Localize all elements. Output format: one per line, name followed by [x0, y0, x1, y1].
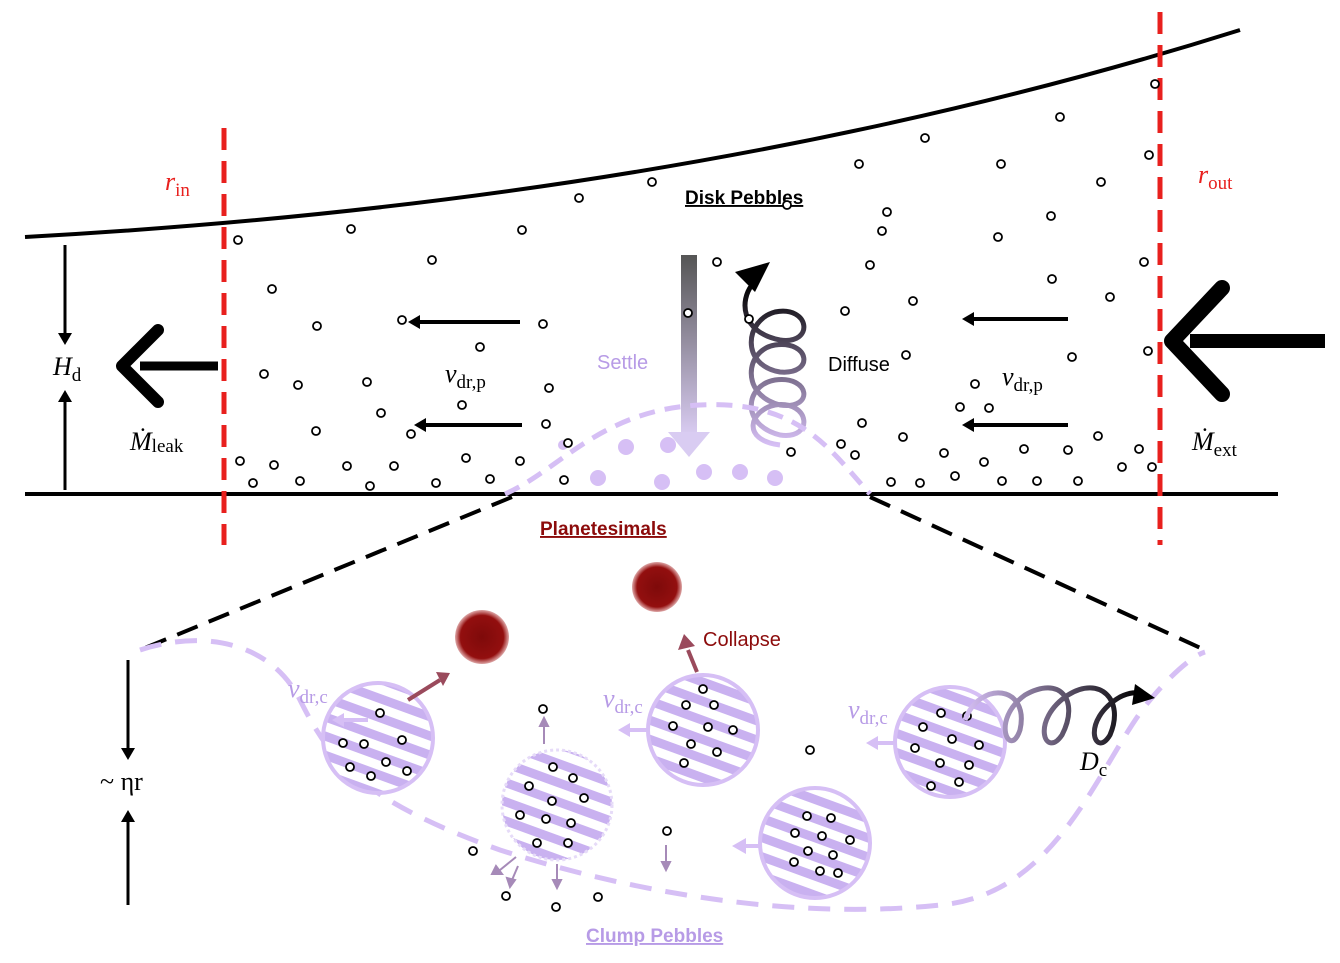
clump-middle-collapse-arrow: [678, 634, 699, 673]
sublayer-thickness-arrows: [121, 660, 135, 905]
diffuse-coil: [735, 262, 807, 448]
diffuse-label: Diffuse: [828, 354, 890, 376]
clump-drift-label-middle: vdr,c: [603, 684, 643, 718]
sublayer-thickness-label: ~ ηr: [100, 767, 143, 796]
clump-middle: [646, 673, 760, 787]
dispersal-arrows: [490, 715, 672, 891]
disk-drift-arrows-left: [408, 315, 522, 432]
clump-dispersing: [500, 748, 614, 862]
disk-drift-arrows-right: [962, 312, 1068, 432]
scale-height-label: Hd: [52, 352, 82, 386]
sublayer-dots: [558, 437, 783, 490]
pebble-drift-label-left: vdr,p: [445, 359, 486, 393]
clump-diffusion-label: Dc: [1079, 747, 1107, 781]
disk-upper-surface: [24, 28, 1241, 239]
dispersed-pebbles: [468, 704, 815, 912]
clump-diffusion-coil: [962, 684, 1155, 746]
zoom-line-right: [869, 495, 1206, 652]
clump-drift-label-left: vdr,c: [288, 674, 328, 708]
mass-leak-label: Ṁleak: [129, 427, 184, 457]
disk-pebble-cloud: [233, 79, 1160, 491]
mass-external-arrow: [1164, 280, 1325, 402]
clump-left-collapse-arrow: [406, 672, 450, 702]
r-out-label: rout: [1198, 160, 1233, 194]
clump-drift-arrows: [332, 713, 896, 750]
clump-pebbles-title: Clump Pebbles: [586, 926, 723, 947]
collapse-label: Collapse: [703, 629, 781, 651]
clump-bottom-right: [758, 786, 872, 900]
clump-left: [321, 681, 435, 795]
clump-bottom-right-drift-arrow: [732, 838, 762, 854]
mass-external-label: Ṁext: [1191, 427, 1238, 461]
planetesimals-title: Planetesimals: [540, 519, 667, 540]
sublayer-outline-top: [503, 402, 872, 497]
scale-height-arrows: [58, 245, 72, 490]
settle-arrow: [668, 255, 710, 457]
planetesimal-left: [455, 610, 509, 664]
zoom-line-left: [139, 495, 513, 652]
clump-right: [893, 685, 1007, 799]
pebble-drift-label-right: vdr,p: [1002, 362, 1043, 396]
disk-pebbles-title: Disk Pebbles: [685, 188, 803, 209]
mass-leak-arrow: [116, 324, 218, 408]
r-in-label: rin: [165, 167, 190, 201]
clump-drift-label-right: vdr,c: [848, 695, 888, 729]
sublayer-outline-zoom: [139, 638, 1206, 912]
planetesimal-middle: [632, 562, 682, 612]
settle-label: Settle: [597, 352, 648, 374]
